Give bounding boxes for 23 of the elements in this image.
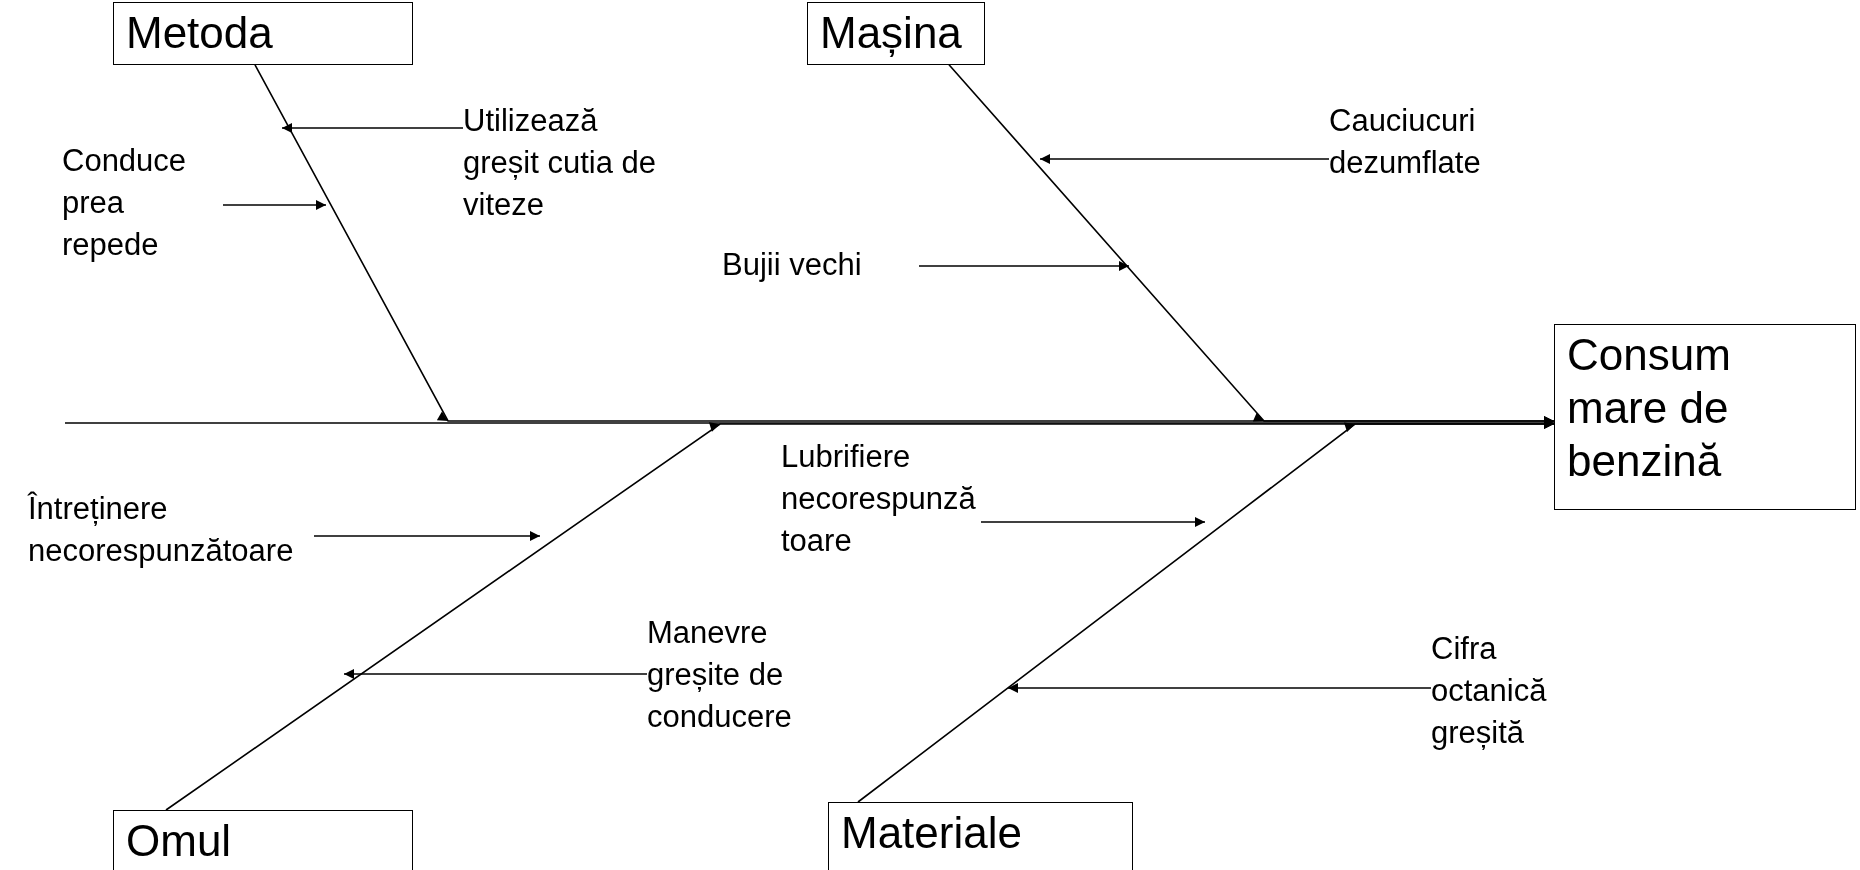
cause-arrow [1039,154,1330,164]
cause-arrow [918,261,1130,271]
effect-box: Consum mare de benzină [1554,324,1856,510]
category-box: Metoda [113,2,413,65]
cause-text: Cauciucuri dezumflate [1329,100,1509,184]
bone-arrow [857,422,1555,803]
cause-text: Utilizează greșit cutia de viteze [463,100,663,226]
cause-arrow [281,123,464,133]
cause-text: Lubrifiere necorespunzătoare [781,436,981,562]
cause-text: Întreținere necorespunzătoare [28,488,314,572]
cause-arrow [313,531,541,541]
bone-arrow [948,64,1555,422]
cause-arrow [222,200,327,210]
category-box: Mașina [807,2,985,65]
cause-arrow [343,669,648,679]
cause-text: Conduce prea repede [62,140,223,266]
category-box: Materiale [828,802,1133,870]
cause-text: Bujii vechi [722,244,919,286]
cause-text: Cifra octanică greșită [1431,628,1591,754]
cause-arrow [980,517,1206,527]
category-box: Omul [113,810,413,870]
cause-arrow [1007,683,1432,693]
cause-text: Manevre greșite de conducere [647,612,847,738]
